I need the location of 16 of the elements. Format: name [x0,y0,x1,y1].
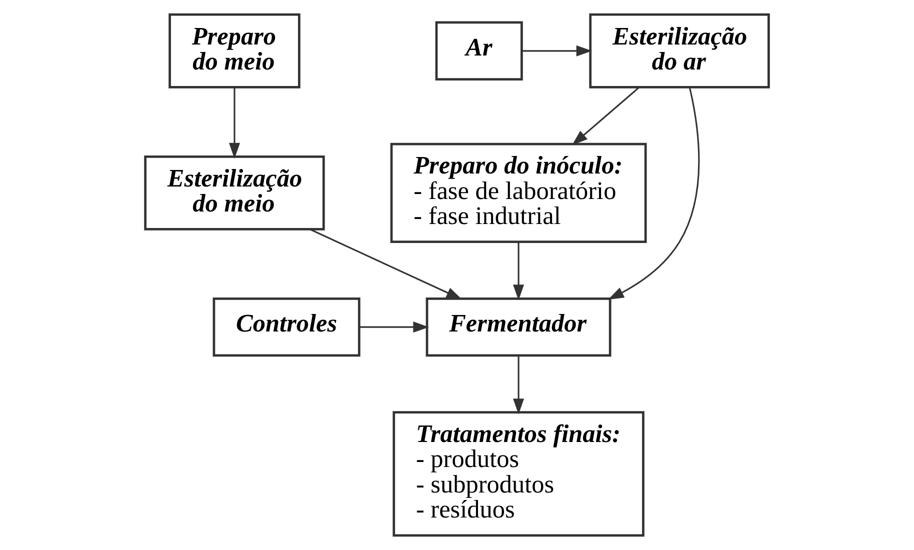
arrow [522,45,592,56]
arrow [513,356,524,414]
arrow [228,88,240,159]
node-box: Fermentador [426,297,612,357]
arrow [513,242,524,300]
node-box: Ar [435,21,523,80]
node-box: Preparo do inóculo: - fase de laboratório - fase indutrial [390,142,647,244]
node-box: Esterilização do meio [144,155,325,230]
node-box: Esterilização do ar [589,13,770,88]
arrow [360,322,429,333]
node-box: Preparo do meio [168,13,300,88]
node-box: Tratamentos finais: - produtos - subprodutos - resíduos [392,411,644,537]
arrow [310,228,462,300]
node-box: Controles [212,297,360,357]
arrow [608,87,700,300]
arrow [572,86,640,146]
